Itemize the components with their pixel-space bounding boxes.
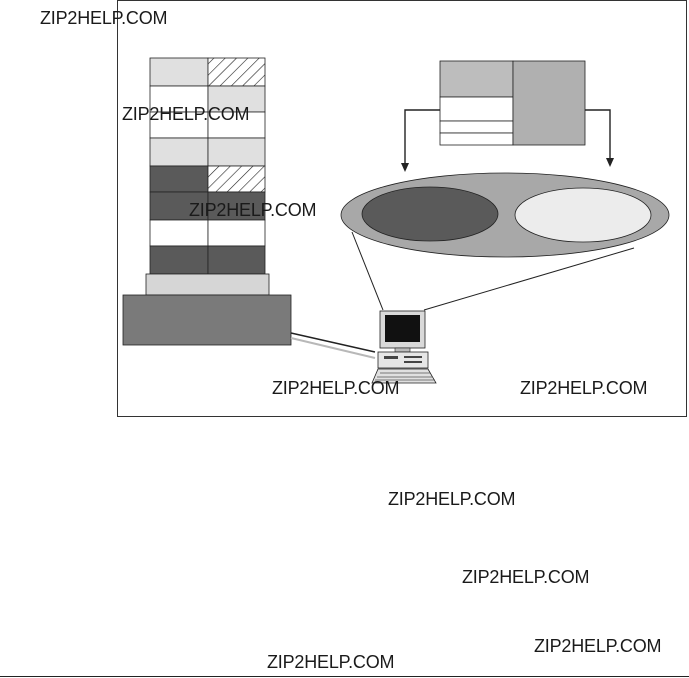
stack-block [149,137,209,167]
stack-block [207,111,266,139]
stack-block [207,165,266,193]
stack-plinth [145,273,270,296]
stack-base [122,294,292,346]
stack-block [207,57,266,87]
watermark-text: ZIP2HELP.COM [189,200,317,220]
stack-block [149,245,209,275]
table-column-right [512,60,586,146]
stack-block [149,57,209,87]
inner-ellipse-dark [361,186,499,242]
network-cable [290,332,376,359]
connector-arrows [401,109,614,172]
data-ellipses [340,172,670,258]
keyboard [371,368,437,384]
table-row [439,132,514,146]
watermark-text: ZIP2HELP.COM [520,378,648,398]
zoom-lines [351,231,635,311]
monitor-stand [394,347,411,353]
monitor-screen [385,315,420,342]
arrowhead-left [401,163,409,172]
stack-block [149,219,209,247]
watermark-text: ZIP2HELP.COM [388,489,516,509]
arrowhead-right [606,158,614,167]
arrow-left [404,109,440,165]
watermark-text: ZIP2HELP.COM [534,636,662,656]
system-unit [377,351,429,369]
watermark-text: ZIP2HELP.COM [267,652,395,672]
stack-block [149,165,209,193]
table-header-left [439,60,514,98]
watermark-text: ZIP2HELP.COM [40,8,168,28]
table-row [439,120,514,134]
table-row [439,96,514,122]
table-graphic [439,60,586,146]
storage-stack [122,57,292,346]
watermark-text: ZIP2HELP.COM [122,104,250,124]
bottom-rule [0,676,689,677]
arrow-right [585,109,611,160]
stack-block [207,85,266,113]
computer-icon [371,310,437,384]
watermark-text: ZIP2HELP.COM [462,567,590,587]
stack-block [207,137,266,167]
stack-block [207,245,266,275]
stack-block [207,219,266,247]
watermark-text: ZIP2HELP.COM [272,378,400,398]
inner-ellipse-light [514,187,652,243]
